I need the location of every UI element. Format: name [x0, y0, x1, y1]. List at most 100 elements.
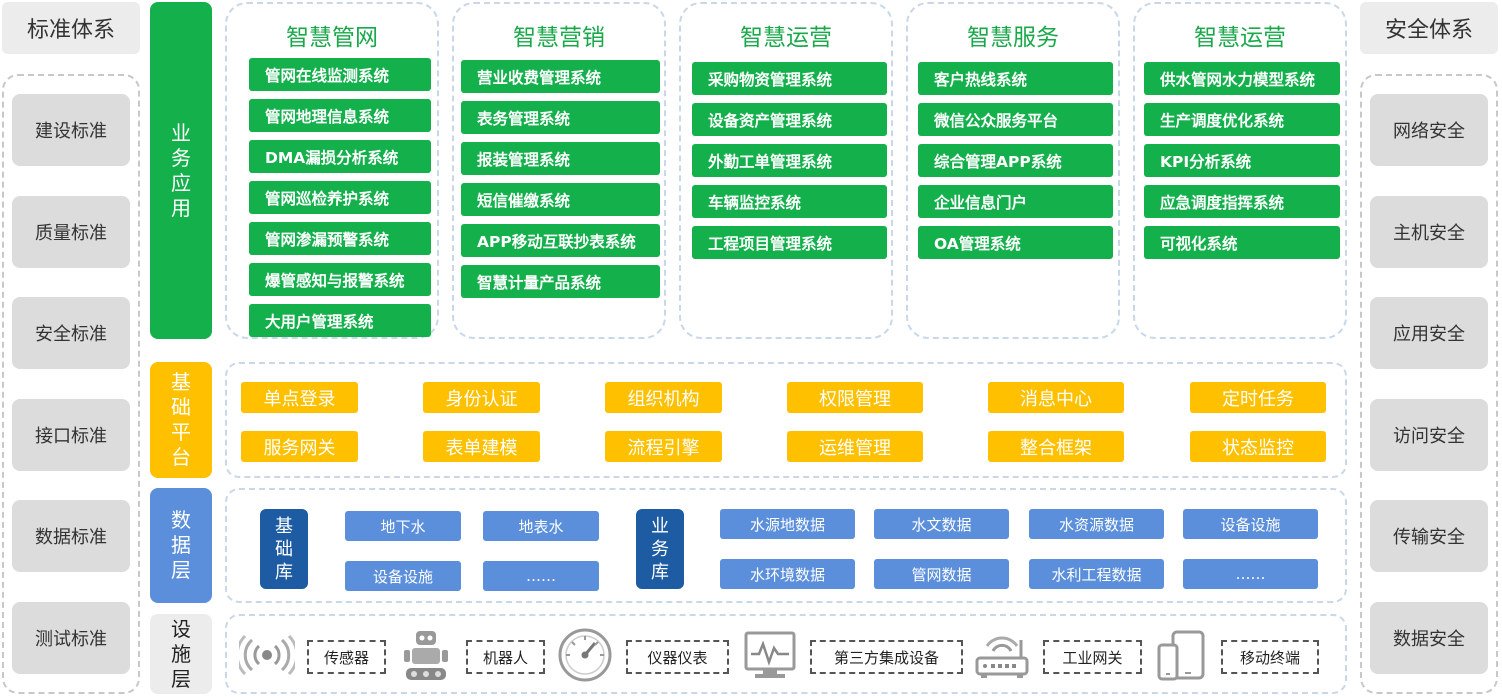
platform-area [225, 362, 1347, 478]
layer-infra-label: 设施层 [150, 614, 212, 694]
infra-area [225, 614, 1347, 694]
left-item[interactable]: 建设标准 [12, 94, 130, 166]
group-smart-operation-2 [1133, 2, 1347, 339]
right-item[interactable]: 数据安全 [1370, 602, 1488, 674]
system-item[interactable]: APP移动互联抄表系统 [461, 224, 660, 257]
system-item[interactable]: 设备资产管理系统 [692, 103, 887, 136]
platform-item[interactable]: 运维管理 [787, 431, 923, 462]
left-panel [2, 74, 140, 694]
device-label[interactable]: 传感器 [307, 640, 386, 674]
device-label[interactable]: 仪器仪表 [626, 640, 729, 674]
right-item[interactable]: 主机安全 [1370, 196, 1488, 268]
device-label[interactable]: 第三方集成设备 [810, 640, 963, 674]
biz-db-text: 业务库 [651, 515, 669, 583]
group-title: 智慧运营 [1194, 25, 1286, 51]
left-item[interactable]: 接口标准 [12, 399, 130, 471]
platform-item[interactable]: 定时任务 [1190, 382, 1326, 413]
group-smart-marketing [452, 2, 666, 339]
platform-item[interactable]: 状态监控 [1190, 431, 1326, 462]
system-item[interactable]: 微信公众服务平台 [918, 103, 1113, 136]
platform-item[interactable]: 流程引擎 [605, 431, 722, 462]
platform-item[interactable]: 整合框架 [988, 431, 1124, 462]
system-item[interactable]: 工程项目管理系统 [692, 226, 887, 259]
biz-db-item[interactable]: 水文数据 [874, 509, 1009, 539]
group-smart-pipe-network [225, 2, 439, 339]
device-label[interactable]: 工业网关 [1043, 640, 1142, 674]
platform-item[interactable]: 表单建模 [423, 431, 540, 462]
biz-db-item[interactable]: 水源地数据 [720, 509, 855, 539]
platform-item[interactable]: 权限管理 [787, 382, 923, 413]
right-item[interactable]: 传输安全 [1370, 500, 1488, 572]
right-item[interactable]: 网络安全 [1370, 94, 1488, 166]
system-item[interactable]: 大用户管理系统 [249, 304, 431, 337]
system-item[interactable]: 爆管感知与报警系统 [249, 263, 431, 296]
device-label[interactable]: 移动终端 [1221, 640, 1319, 674]
right-panel-title: 安全体系 [1360, 2, 1498, 54]
biz-db-item[interactable]: 设备设施 [1183, 509, 1318, 539]
biz-db-label: 业务库 [636, 509, 684, 589]
system-item[interactable]: 智慧计量产品系统 [461, 265, 660, 298]
system-item[interactable]: 管网地理信息系统 [249, 99, 431, 132]
system-item[interactable]: 营业收费管理系统 [461, 60, 660, 93]
platform-item[interactable]: 组织机构 [605, 382, 722, 413]
base-db-text: 基础库 [275, 515, 293, 583]
robot-icon [398, 627, 454, 683]
system-item[interactable]: KPI分析系统 [1144, 144, 1340, 177]
wireless-sensor-icon [238, 629, 296, 681]
system-item[interactable]: 管网巡检养护系统 [249, 181, 431, 214]
platform-item[interactable]: 服务网关 [241, 431, 358, 462]
group-title: 智慧运营 [740, 25, 832, 51]
base-db-item[interactable]: 设备设施 [345, 561, 461, 591]
system-item[interactable]: 表务管理系统 [461, 101, 660, 134]
system-item[interactable]: 外勤工单管理系统 [692, 144, 887, 177]
layer-business-label: 业务应用 [150, 2, 212, 339]
layer-data-text: 数据层 [171, 508, 191, 582]
monitor-waveform-icon [742, 628, 798, 682]
system-item[interactable]: 管网渗漏预警系统 [249, 222, 431, 255]
group-smart-service [906, 2, 1120, 339]
system-item[interactable]: 生产调度优化系统 [1144, 103, 1340, 136]
left-item[interactable]: 测试标准 [12, 602, 130, 674]
device-label[interactable]: 机器人 [466, 640, 545, 674]
system-item[interactable]: 应急调度指挥系统 [1144, 185, 1340, 218]
right-panel [1360, 74, 1498, 694]
platform-item[interactable]: 单点登录 [241, 382, 358, 413]
group-smart-operation [679, 2, 893, 339]
left-item[interactable]: 质量标准 [12, 196, 130, 268]
base-db-item[interactable]: 地表水 [483, 511, 599, 541]
layer-infra-text: 设施层 [171, 616, 191, 691]
group-title: 智慧管网 [286, 25, 378, 51]
system-item[interactable]: 客户热线系统 [918, 62, 1113, 95]
layer-business-text: 业务应用 [171, 120, 191, 220]
system-item[interactable]: 车辆监控系统 [692, 185, 887, 218]
system-item[interactable]: 采购物资管理系统 [692, 62, 887, 95]
biz-db-item[interactable]: …… [1183, 559, 1318, 589]
platform-item[interactable]: 消息中心 [988, 382, 1124, 413]
left-item[interactable]: 数据标准 [12, 500, 130, 572]
right-item[interactable]: 访问安全 [1370, 399, 1488, 471]
system-item[interactable]: 供水管网水力模型系统 [1144, 62, 1340, 95]
biz-db-item[interactable]: 管网数据 [874, 559, 1009, 589]
left-item[interactable]: 安全标准 [12, 297, 130, 369]
system-item[interactable]: 管网在线监测系统 [249, 58, 431, 91]
platform-item[interactable]: 身份认证 [423, 382, 540, 413]
group-title: 智慧服务 [967, 25, 1059, 51]
group-title: 智慧营销 [513, 25, 605, 51]
system-item[interactable]: 可视化系统 [1144, 226, 1340, 259]
system-item[interactable]: 企业信息门户 [918, 185, 1113, 218]
right-item[interactable]: 应用安全 [1370, 297, 1488, 369]
layer-platform-text: 基础平台 [171, 370, 191, 469]
base-db-item[interactable]: …… [483, 561, 599, 591]
biz-db-item[interactable]: 水环境数据 [720, 559, 855, 589]
base-db-item[interactable]: 地下水 [345, 511, 461, 541]
system-item[interactable]: 报装管理系统 [461, 142, 660, 175]
biz-db-item[interactable]: 水资源数据 [1029, 509, 1164, 539]
data-area [225, 488, 1347, 603]
biz-db-item[interactable]: 水利工程数据 [1029, 559, 1164, 589]
system-item[interactable]: OA管理系统 [918, 226, 1113, 259]
system-item[interactable]: 综合管理APP系统 [918, 144, 1113, 177]
system-item[interactable]: 短信催缴系统 [461, 183, 660, 216]
gauge-icon [556, 626, 614, 684]
base-db-label: 基础库 [260, 509, 308, 589]
system-item[interactable]: DMA漏损分析系统 [249, 140, 431, 173]
